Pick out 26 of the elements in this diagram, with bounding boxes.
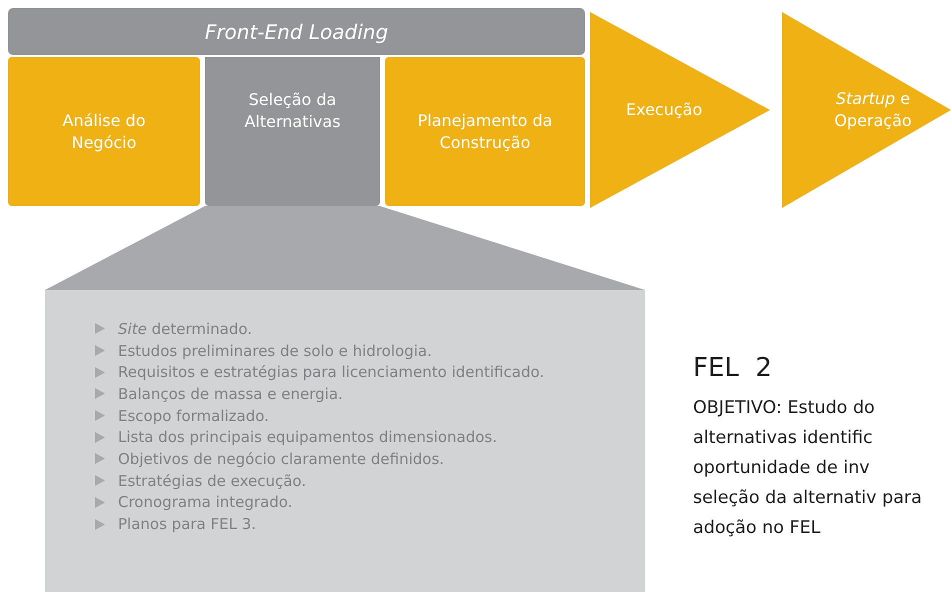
phase-arrow	[782, 12, 951, 208]
detail-panel	[45, 290, 645, 592]
phase-label: Startup e Operação	[833, 88, 913, 132]
phase-box	[205, 57, 380, 206]
list-item: Cronograma integrado.	[118, 493, 292, 512]
phase-box	[8, 57, 200, 206]
list-item: Objetivos de negócio claramente definidos.	[118, 450, 444, 468]
phase-label: Seleção da Alternativas	[243, 89, 342, 133]
list-item: Lista dos principais equipamentos dimensionados.	[118, 428, 498, 446]
list-item: Balanços de massa e energia.	[118, 384, 343, 403]
phase-arrow	[590, 12, 770, 208]
list-item: Escopo formalizado.	[118, 406, 269, 425]
list-item: Requisitos e estratégias para licenciamento identificado.	[118, 363, 544, 382]
list-item: Estudos preliminares de solo e hidrologia.	[118, 342, 432, 360]
list-item: Site determinado.	[118, 320, 252, 338]
phase-box	[385, 57, 585, 206]
header-band	[8, 8, 585, 55]
section-heading: FEL 2	[693, 352, 773, 384]
list-item: Estratégias de execução.	[118, 472, 306, 490]
phase-label: Planejamento da Construção	[416, 110, 554, 154]
list-item: Planos para FEL 3.	[118, 515, 256, 534]
phase-label: Análise do Negócio	[62, 110, 146, 154]
zoom-connector	[45, 206, 645, 290]
band-title: Front-End Loading	[204, 20, 388, 42]
phase-label: Execução	[626, 99, 702, 121]
objective-text: OBJETIVO: Estudo do alternativas identific oportunidade de inv seleção da alternativ para adoção no FEL	[693, 397, 923, 540]
